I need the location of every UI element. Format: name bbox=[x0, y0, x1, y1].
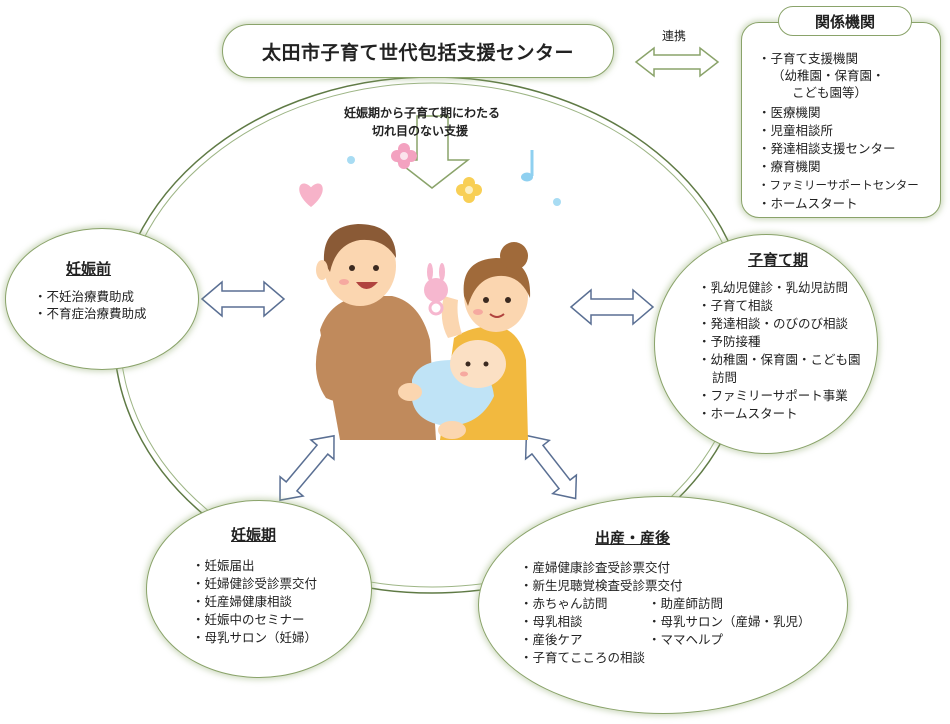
related-agency-item: ・ホームスタート bbox=[758, 196, 858, 211]
related-agency-item: ・児童相談所 bbox=[758, 123, 834, 138]
heart-icon bbox=[299, 183, 323, 207]
childcare-bubble bbox=[654, 234, 878, 454]
pre-pregnancy-bubble bbox=[5, 228, 199, 370]
left-double-arrow bbox=[200, 280, 286, 318]
related-agencies-box bbox=[741, 22, 941, 218]
pre-pregnancy-item: ・不育症治療費助成 bbox=[34, 306, 147, 321]
center-title-box: 太田市子育て世代包括支援センター bbox=[222, 24, 614, 78]
pregnancy-item: ・母乳サロン（妊婦） bbox=[192, 630, 318, 645]
related-agency-item: ・子育て支援機関 bbox=[758, 51, 859, 66]
dot-icon bbox=[553, 198, 561, 206]
childcare-item: ・予防接種 bbox=[698, 334, 761, 349]
pre-pregnancy-item: ・不妊治療費助成 bbox=[34, 289, 135, 304]
birth-postpartum-item: ・産後ケア bbox=[520, 632, 583, 647]
right-double-arrow bbox=[569, 288, 655, 326]
flower-icon bbox=[391, 143, 417, 169]
birth-postpartum-item: ・子育てこころの相談 bbox=[520, 650, 646, 665]
birth-postpartum-item: ・赤ちゃん訪問 bbox=[520, 596, 608, 611]
birth-postpartum-item: ・母乳サロン（産婦・乳児） bbox=[648, 614, 811, 629]
pregnancy-item: ・妊婦健診受診票交付 bbox=[192, 576, 318, 591]
family-illustration bbox=[315, 224, 531, 440]
related-agency-item: （幼稚園・保育園・ bbox=[772, 68, 885, 83]
childcare-item: ・幼稚園・保育園・こども園 bbox=[698, 352, 861, 367]
childcare-item: ・子育て相談 bbox=[698, 298, 774, 313]
link-arrow bbox=[634, 46, 720, 78]
childcare-item: ・ファミリーサポート事業 bbox=[698, 388, 848, 403]
lower-right-double-arrow bbox=[524, 434, 578, 500]
related-agency-item: ・療育機関 bbox=[758, 159, 821, 174]
dot-icon bbox=[347, 156, 355, 164]
childcare-title: 子育て期 bbox=[748, 251, 809, 269]
pregnancy-item: ・妊産婦健康相談 bbox=[192, 594, 293, 609]
pre-pregnancy-title: 妊娠前 bbox=[66, 260, 112, 278]
link-label: 連携 bbox=[662, 29, 687, 43]
pregnancy-bubble bbox=[146, 500, 372, 678]
lower-left-double-arrow bbox=[279, 434, 335, 502]
center-title: 太田市子育て世代包括支援センター bbox=[261, 41, 574, 64]
birth-postpartum-item: ・ママヘルプ bbox=[648, 632, 724, 647]
related-agency-item: ・医療機関 bbox=[758, 105, 821, 120]
support-line-1: 妊娠期から子育て期にわたる bbox=[344, 106, 501, 120]
birth-postpartum-bubble bbox=[478, 496, 848, 714]
birth-postpartum-item: ・助産師訪問 bbox=[648, 596, 724, 611]
support-line-2: 切れ目のない支援 bbox=[372, 124, 469, 138]
birth-postpartum-item: ・産婦健康診査受診票交付 bbox=[520, 560, 671, 575]
birth-postpartum-item: ・母乳相談 bbox=[520, 614, 583, 629]
related-agencies-title: 関係機関 bbox=[778, 6, 912, 36]
related-agency-item: ・発達相談支援センター bbox=[758, 141, 896, 156]
childcare-item: ・乳幼児健診・乳幼児訪問 bbox=[698, 280, 849, 295]
pregnancy-title: 妊娠期 bbox=[231, 526, 277, 544]
flower-icon bbox=[456, 177, 482, 203]
childcare-item: 訪問 bbox=[712, 370, 738, 385]
birth-postpartum-item: ・新生児聴覚検査受診票交付 bbox=[520, 578, 683, 593]
music-note-icon bbox=[521, 150, 534, 182]
related-agency-item: こども園等） bbox=[792, 85, 868, 100]
pregnancy-item: ・妊娠届出 bbox=[192, 558, 255, 573]
birth-postpartum-title: 出産・産後 bbox=[595, 529, 671, 547]
childcare-item: ・ホームスタート bbox=[698, 406, 798, 421]
pregnancy-item: ・妊娠中のセミナー bbox=[192, 612, 305, 627]
childcare-item: ・発達相談・のびのび相談 bbox=[698, 316, 849, 331]
related-agency-item: ・ファミリーサポートセンター bbox=[758, 178, 919, 192]
